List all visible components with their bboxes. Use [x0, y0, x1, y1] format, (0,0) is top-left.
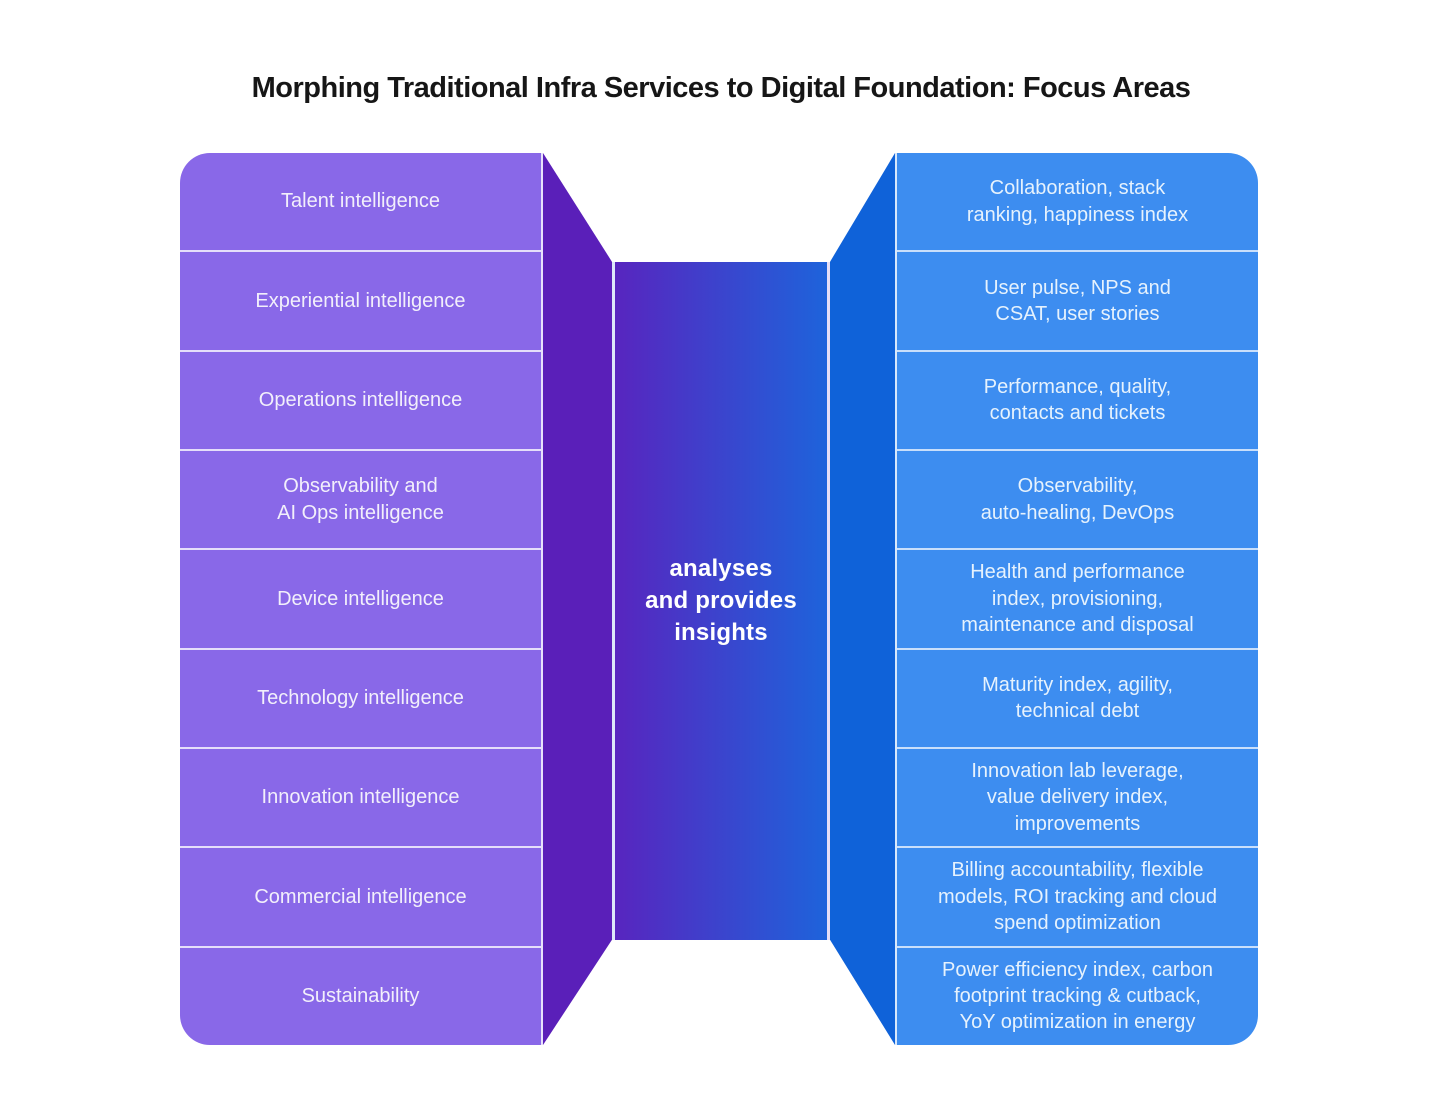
right-row-label: Observability, auto-healing, DevOps	[980, 475, 1175, 524]
right-row: User pulse, NPS and CSAT, user stories	[897, 252, 1258, 352]
page-title: Morphing Traditional Infra Services to D…	[251, 72, 1191, 104]
right-row-label: Billing accountability, flexible models,…	[937, 859, 1218, 935]
left-row-label: Device intelligence	[277, 587, 444, 610]
left-fold-shape	[543, 153, 612, 1045]
right-row-label: Collaboration, stack ranking, happiness …	[966, 177, 1189, 226]
left-row: Observability and AI Ops intelligence	[180, 451, 541, 551]
left-column: Talent intelligence Experiential intelli…	[180, 153, 543, 1045]
center-flow-block: analyses and provides insights	[612, 262, 830, 940]
left-row: Innovation intelligence	[180, 749, 541, 849]
right-row: Performance, quality, contacts and ticke…	[897, 352, 1258, 451]
right-row-label: Maturity index, agility, technical debt	[982, 673, 1173, 723]
right-row: Observability, auto-healing, DevOps	[897, 451, 1258, 551]
left-row-label: Operations intelligence	[258, 389, 463, 412]
left-row-label: Observability and AI Ops intelligence	[277, 475, 444, 524]
left-row: Talent intelligence	[180, 153, 541, 253]
right-row: Billing accountability, flexible models,…	[897, 848, 1258, 948]
right-row: Innovation lab leverage, value delivery …	[897, 749, 1258, 849]
right-row: Power efficiency index, carbon footprint…	[897, 948, 1258, 1045]
left-row-label: Technology intelligence	[257, 687, 464, 710]
left-row-label: Innovation intelligence	[261, 786, 460, 809]
left-row: Operations intelligence	[180, 352, 541, 451]
left-row-label: Experiential intelligence	[255, 289, 466, 312]
right-fold-shape	[830, 153, 895, 1045]
left-row: Commercial intelligence	[180, 848, 541, 948]
left-row-label: Commercial intelligence	[254, 885, 467, 908]
left-row-label: Sustainability	[301, 985, 420, 1008]
right-row-label: Innovation lab leverage, value delivery …	[971, 760, 1184, 835]
left-row-label: Talent intelligence	[281, 190, 440, 213]
right-row-label: Health and performance index, provisioni…	[961, 561, 1194, 637]
left-row: Device intelligence	[180, 550, 541, 650]
center-flow-label: analyses and provides insights	[645, 554, 797, 647]
left-row: Sustainability	[180, 948, 541, 1045]
left-row: Experiential intelligence	[180, 252, 541, 352]
right-row-label: Performance, quality, contacts and ticke…	[983, 375, 1172, 425]
right-row-label: Power efficiency index, carbon footprint…	[942, 958, 1213, 1034]
right-row: Health and performance index, provisioni…	[897, 550, 1258, 650]
right-row: Maturity index, agility, technical debt	[897, 650, 1258, 749]
right-row: Collaboration, stack ranking, happiness …	[897, 153, 1258, 253]
left-row: Technology intelligence	[180, 650, 541, 749]
right-row-label: User pulse, NPS and CSAT, user stories	[984, 276, 1171, 325]
right-column: Collaboration, stack ranking, happiness …	[895, 153, 1258, 1045]
